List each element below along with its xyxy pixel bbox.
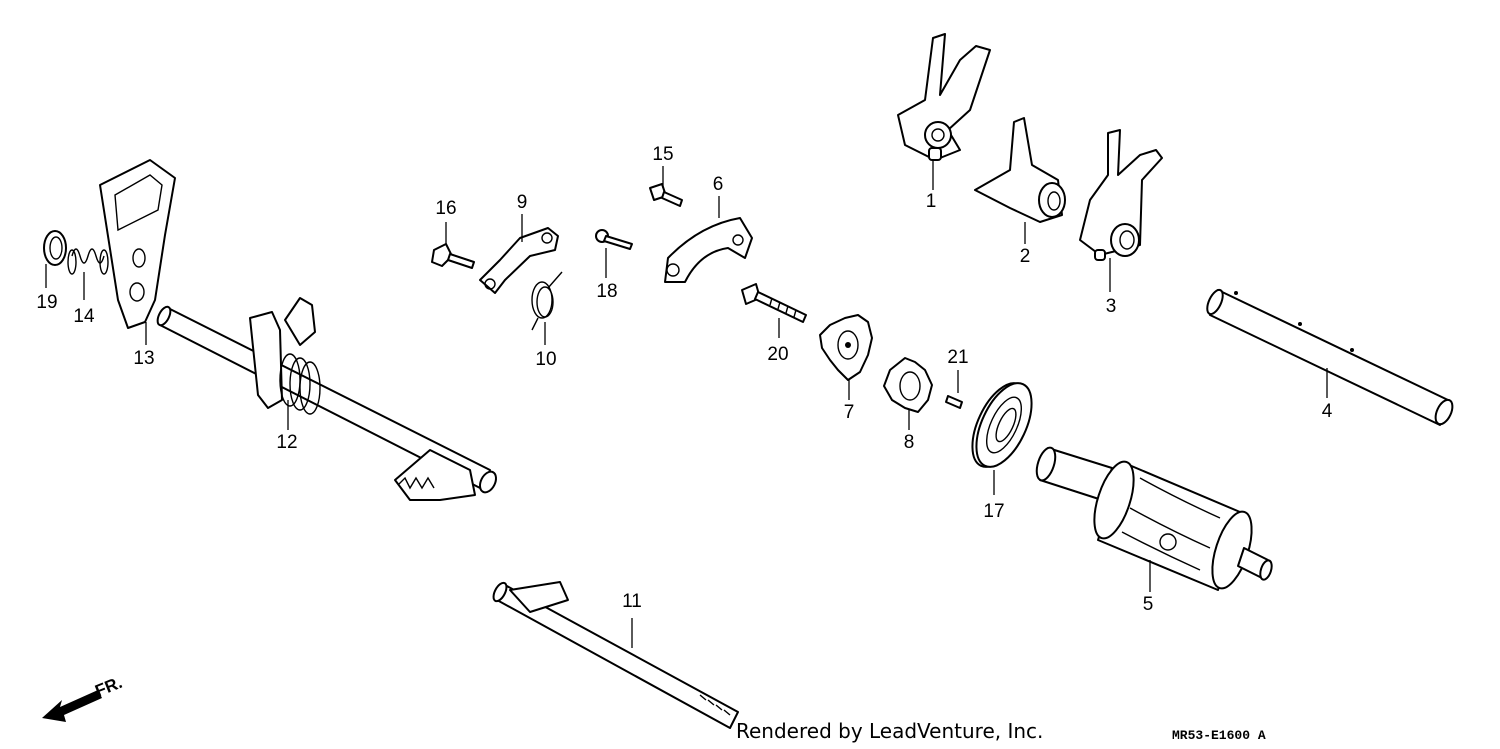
callout-5: 5 xyxy=(1143,594,1154,615)
part-14-spring[interactable] xyxy=(67,248,109,275)
part-21-pin[interactable] xyxy=(945,395,963,409)
callout-21: 21 xyxy=(947,347,968,368)
callout-11: 11 xyxy=(622,591,642,612)
leader-lines xyxy=(45,160,1328,648)
part-13-guide-plate[interactable] xyxy=(99,159,176,329)
diagram-code: MR53-E1600 A xyxy=(1172,728,1266,743)
part-9-stopper-arm[interactable] xyxy=(479,227,559,294)
part-19-circlip[interactable] xyxy=(43,230,67,266)
callout-15: 15 xyxy=(652,144,673,165)
callout-7: 7 xyxy=(844,402,855,423)
callout-20: 20 xyxy=(767,344,788,365)
front-arrow-icon xyxy=(42,690,102,722)
part-20-bolt[interactable] xyxy=(741,283,807,323)
part-4-fork-shaft[interactable] xyxy=(1204,288,1456,427)
callout-6: 6 xyxy=(713,174,724,195)
part-7-drum-cam[interactable] xyxy=(819,314,873,381)
part-2-shift-fork[interactable] xyxy=(974,117,1066,223)
part-16-bolt[interactable] xyxy=(431,243,475,269)
callout-18: 18 xyxy=(596,281,617,302)
part-5-shift-drum[interactable] xyxy=(1033,445,1274,593)
part-17-bearing[interactable] xyxy=(961,375,1043,475)
callout-12: 12 xyxy=(276,432,297,453)
callout-14: 14 xyxy=(73,306,95,327)
part-15-bolt[interactable] xyxy=(649,183,683,207)
callout-labels: 1 2 3 4 5 6 7 8 9 10 11 12 13 14 15 16 1… xyxy=(36,144,1332,615)
part-3-shift-fork[interactable] xyxy=(1079,129,1163,261)
callout-3: 3 xyxy=(1106,296,1117,317)
callout-10: 10 xyxy=(535,349,556,370)
callout-1: 1 xyxy=(926,191,937,212)
front-direction-indicator: FR. xyxy=(42,673,125,722)
callout-9: 9 xyxy=(517,192,528,213)
part-10-spring[interactable] xyxy=(531,271,563,331)
callout-4: 4 xyxy=(1322,401,1333,422)
callout-19: 19 xyxy=(36,292,57,313)
callout-16: 16 xyxy=(435,198,456,219)
part-12-shift-spindle[interactable] xyxy=(155,297,499,501)
callout-8: 8 xyxy=(904,432,915,453)
part-18-screw[interactable] xyxy=(595,229,633,250)
callout-17: 17 xyxy=(983,501,1004,522)
render-credit: Rendered by LeadVenture, Inc. xyxy=(736,719,1043,743)
part-1-shift-fork[interactable] xyxy=(897,33,991,161)
callout-2: 2 xyxy=(1020,246,1031,267)
front-label: FR. xyxy=(92,673,125,701)
part-11-shift-shaft[interactable] xyxy=(491,581,739,729)
part-6-stopper-plate[interactable] xyxy=(664,217,753,283)
part-8-drum-plate[interactable] xyxy=(883,357,933,413)
callout-13: 13 xyxy=(133,348,154,369)
